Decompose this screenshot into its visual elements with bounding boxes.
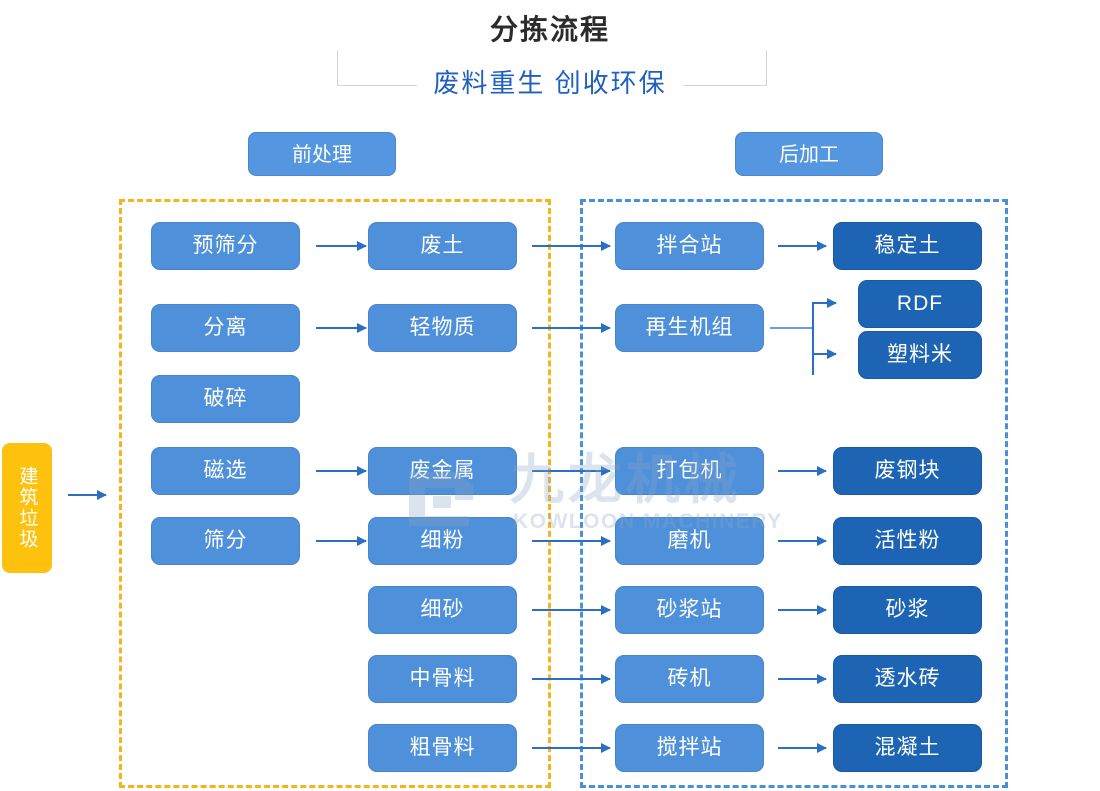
- node-stabilized-soil: 稳定土: [833, 222, 982, 270]
- arrow-screening-to-fine-powder: [316, 536, 367, 546]
- node-fine-powder: 细粉: [368, 517, 517, 565]
- arrow-medium-aggregate-to-brick-machine: [532, 674, 611, 684]
- arrow-waste-soil-to-mixing-station: [532, 241, 611, 251]
- arrow-pre-screening-to-waste-soil: [316, 241, 367, 251]
- node-permeable-brick: 透水砖: [833, 655, 982, 703]
- node-screening: 筛分: [151, 517, 300, 565]
- node-recycling-unit: 再生机组: [615, 304, 764, 352]
- arrow-baler-to-scrap-steel: [778, 466, 827, 476]
- region-post-process-boundary: [580, 199, 1008, 788]
- page-title-text: 分拣流程: [471, 10, 628, 50]
- arrow-concrete-station-to-concrete: [778, 743, 827, 753]
- arrow-separation-to-light-material: [316, 323, 367, 333]
- node-light-material: 轻物质: [368, 304, 517, 352]
- arrow-grinding-mill-to-active-powder: [778, 536, 827, 546]
- arrow-magnetic-to-scrap-metal: [316, 466, 367, 476]
- arrow-coarse-aggregate-to-concrete-station: [532, 743, 611, 753]
- node-waste-soil: 废土: [368, 222, 517, 270]
- region-pre-process-boundary: [119, 199, 551, 788]
- node-brick-machine: 砖机: [615, 655, 764, 703]
- arrow-recycling-unit-to-plastic-pellets: [812, 349, 837, 359]
- arrow-recycling-unit-trunk: [770, 327, 814, 329]
- arrow-brick-machine-to-permeable-brick: [778, 674, 827, 684]
- source-construction-waste: 建筑垃圾: [2, 443, 52, 573]
- node-concrete: 混凝土: [833, 724, 982, 772]
- node-magnetic-separation: 磁选: [151, 447, 300, 495]
- page-subtitle-text: 废料重生 创收环保: [417, 63, 683, 103]
- page-title: 分拣流程: [0, 10, 1100, 50]
- node-scrap-steel: 废钢块: [833, 447, 982, 495]
- node-plastic-pellets: 塑料米: [858, 331, 982, 379]
- node-rdf: RDF: [858, 280, 982, 328]
- arrow-mortar-station-to-mortar: [778, 605, 827, 615]
- page-subtitle: 废料重生 创收环保: [0, 63, 1100, 103]
- node-active-powder: 活性粉: [833, 517, 982, 565]
- stage-label-pre-process: 前处理: [248, 132, 396, 176]
- node-medium-aggregate: 中骨料: [368, 655, 517, 703]
- node-crushing: 破碎: [151, 375, 300, 423]
- node-fine-sand: 细砂: [368, 586, 517, 634]
- node-pre-screening: 预筛分: [151, 222, 300, 270]
- node-grinding-mill: 磨机: [615, 517, 764, 565]
- arrow-source-to-pre-process: [68, 490, 107, 500]
- arrow-mixing-station-to-stabilized-soil: [778, 241, 827, 251]
- arrow-fine-sand-to-mortar-station: [532, 605, 611, 615]
- arrow-fine-powder-to-grinding-mill: [532, 536, 611, 546]
- node-mixing-station: 拌合站: [615, 222, 764, 270]
- stage-label-post-process: 后加工: [735, 132, 883, 176]
- node-baler: 打包机: [615, 447, 764, 495]
- arrow-recycling-unit-to-rdf: [812, 298, 837, 308]
- node-separation: 分离: [151, 304, 300, 352]
- node-concrete-station: 搅拌站: [615, 724, 764, 772]
- arrow-light-material-to-recycling-unit: [532, 323, 611, 333]
- node-scrap-metal: 废金属: [368, 447, 517, 495]
- node-mortar-station: 砂浆站: [615, 586, 764, 634]
- arrow-scrap-metal-to-baler: [532, 466, 611, 476]
- node-mortar: 砂浆: [833, 586, 982, 634]
- node-coarse-aggregate: 粗骨料: [368, 724, 517, 772]
- arrow-recycling-unit-branch-spine: [812, 303, 814, 375]
